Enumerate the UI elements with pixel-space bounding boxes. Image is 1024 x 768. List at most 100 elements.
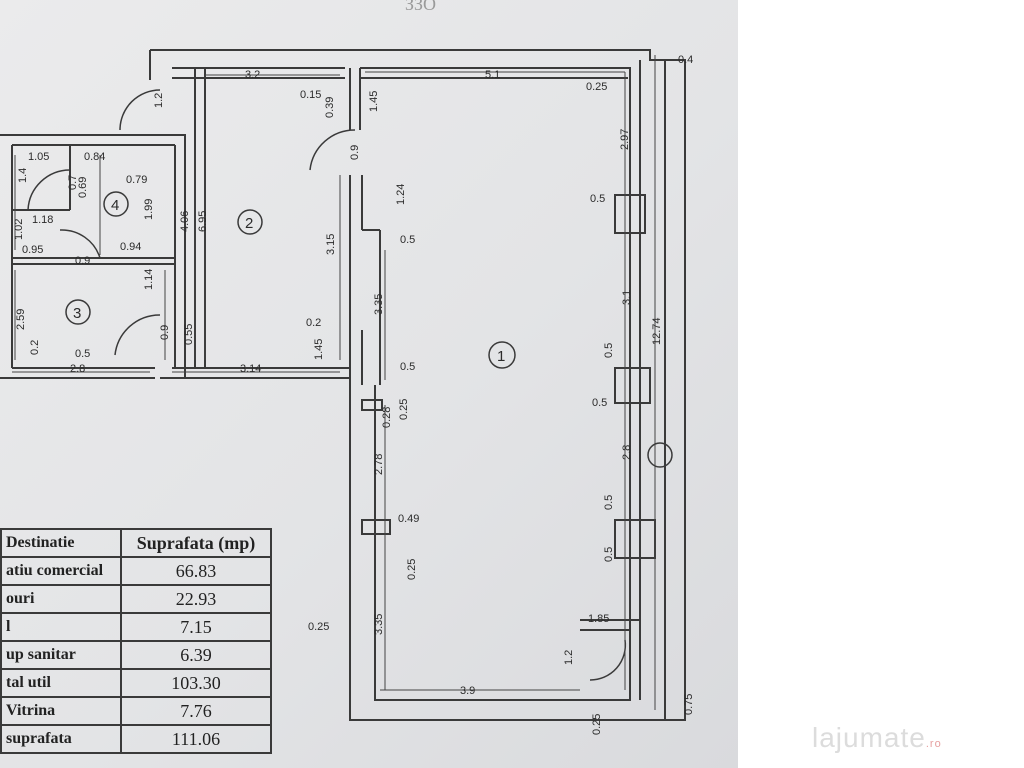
- dim-label: 1.85: [588, 613, 609, 625]
- dim-label: 0.25: [308, 621, 329, 633]
- dim-label: 4.06: [179, 211, 191, 232]
- dim-label: 0.4: [678, 54, 693, 66]
- row-value: 22.93: [120, 584, 272, 614]
- dim-label: 2.78: [373, 454, 385, 475]
- header-destinatie: Destinatie: [0, 528, 122, 558]
- dim-label: 0.5: [400, 234, 415, 246]
- dim-label: 0.5: [603, 495, 615, 510]
- row-value: 6.39: [120, 640, 272, 670]
- dim-label: 0.28: [381, 407, 393, 428]
- door-arc: [309, 129, 356, 171]
- dim-label: 12.74: [651, 317, 663, 345]
- dim-label: 1.02: [13, 219, 25, 240]
- dim-label: 0.9: [75, 255, 90, 267]
- door-arc: [589, 639, 627, 681]
- table-row: up sanitar 6.39: [0, 640, 272, 670]
- dim-label: 2.59: [15, 309, 27, 330]
- dim-label: 0.15: [300, 89, 321, 101]
- dim-label: 0.69: [77, 177, 89, 198]
- dim-label: 3.1: [621, 290, 633, 305]
- dim-label: 0.25: [398, 399, 410, 420]
- dim-label: 3.35: [373, 294, 385, 315]
- watermark-suffix: .ro: [925, 738, 942, 750]
- table-row: suprafata 111.06: [0, 724, 272, 754]
- room-label: 2: [245, 215, 253, 232]
- row-label: Vitrina: [0, 696, 122, 726]
- area-table: Destinatie Suprafata (mp) atiu comercial…: [0, 528, 272, 754]
- dim-label: 0.84: [84, 151, 105, 163]
- room-label: 1: [497, 348, 505, 365]
- dim-label: 1.45: [313, 339, 325, 360]
- row-label: up sanitar: [0, 640, 122, 670]
- door-arc: [119, 89, 161, 131]
- header-suprafata: Suprafata (mp): [120, 528, 272, 558]
- door-arc: [114, 314, 161, 356]
- dim-label: 0.75: [683, 694, 695, 715]
- dim-label: 1.99: [143, 199, 155, 220]
- dim-label: 0.2: [306, 317, 321, 329]
- dim-label: 0.55: [183, 324, 195, 345]
- watermark-logo: lajumate.ro: [812, 722, 942, 754]
- dim-label: 1.24: [395, 184, 407, 205]
- dim-label: 0.5: [590, 193, 605, 205]
- dim-label: 1.14: [143, 269, 155, 290]
- dim-label: 3.15: [325, 234, 337, 255]
- dim-label: 0.5: [603, 343, 615, 358]
- table-header-row: Destinatie Suprafata (mp): [0, 528, 272, 558]
- row-label: l: [0, 612, 122, 642]
- dim-label: 5.1: [485, 69, 500, 81]
- row-value: 7.76: [120, 696, 272, 726]
- table-row: ouri 22.93: [0, 584, 272, 614]
- dim-label: 0.94: [120, 241, 141, 253]
- dim-label: 0.79: [126, 174, 147, 186]
- dim-label: 6.95: [197, 211, 209, 232]
- dim-label: 3.9: [460, 685, 475, 697]
- dim-label: 1.45: [368, 91, 380, 112]
- dim-label: 2.8: [621, 445, 633, 460]
- table-row: Vitrina 7.76: [0, 696, 272, 726]
- dim-label: 1.18: [32, 214, 53, 226]
- dim-label: 0.9: [349, 145, 361, 160]
- dim-label: 2.8: [70, 363, 85, 375]
- dim-label: 3.2: [245, 69, 260, 81]
- dim-label: 1.4: [17, 168, 29, 183]
- row-label: atiu comercial: [0, 556, 122, 586]
- room-label: 4: [111, 197, 119, 214]
- row-value: 66.83: [120, 556, 272, 586]
- dim-label: 1.2: [153, 93, 165, 108]
- dim-label: 0.5: [603, 547, 615, 562]
- dim-label: 0.49: [398, 513, 419, 525]
- watermark-text: lajumate: [812, 722, 926, 753]
- row-label: tal util: [0, 668, 122, 698]
- inner-wall: [360, 67, 631, 701]
- row-value: 103.30: [120, 668, 272, 698]
- dim-label: 1.05: [28, 151, 49, 163]
- floor-plan: 2 1 3 4 0.4 3.2 5.1 0.25 1.2 0.15 0.39 1…: [0, 49, 695, 735]
- dim-label: 3.35: [373, 614, 385, 635]
- table-row: l 7.15: [0, 612, 272, 642]
- row-value: 111.06: [120, 724, 272, 754]
- row-label: ouri: [0, 584, 122, 614]
- dim-label: 0.25: [406, 559, 418, 580]
- dim-label: 0.5: [75, 348, 90, 360]
- floor-plan-sheet: ЗЗО: [0, 0, 738, 768]
- table-row: atiu comercial 66.83: [0, 556, 272, 586]
- dim-label: 0.9: [159, 325, 171, 340]
- row-value: 7.15: [120, 612, 272, 642]
- dim-label: 0.25: [586, 81, 607, 93]
- dim-label: 2.97: [619, 129, 631, 150]
- top-scribble: ЗЗО: [405, 0, 437, 14]
- dim-label: 0.7: [67, 175, 79, 190]
- dim-label: 0.2: [29, 340, 41, 355]
- row-label: suprafata: [0, 724, 122, 754]
- door-arc: [59, 229, 101, 259]
- dim-label: 3.14: [240, 363, 261, 375]
- dim-label: 0.5: [592, 397, 607, 409]
- room-label: 3: [73, 305, 81, 322]
- table-row: tal util 103.30: [0, 668, 272, 698]
- dim-label: 0.5: [400, 361, 415, 373]
- dim-label: 0.25: [591, 714, 603, 735]
- outer-wall: [150, 49, 686, 721]
- door-arc: [27, 169, 71, 211]
- dim-label: 0.39: [324, 97, 336, 118]
